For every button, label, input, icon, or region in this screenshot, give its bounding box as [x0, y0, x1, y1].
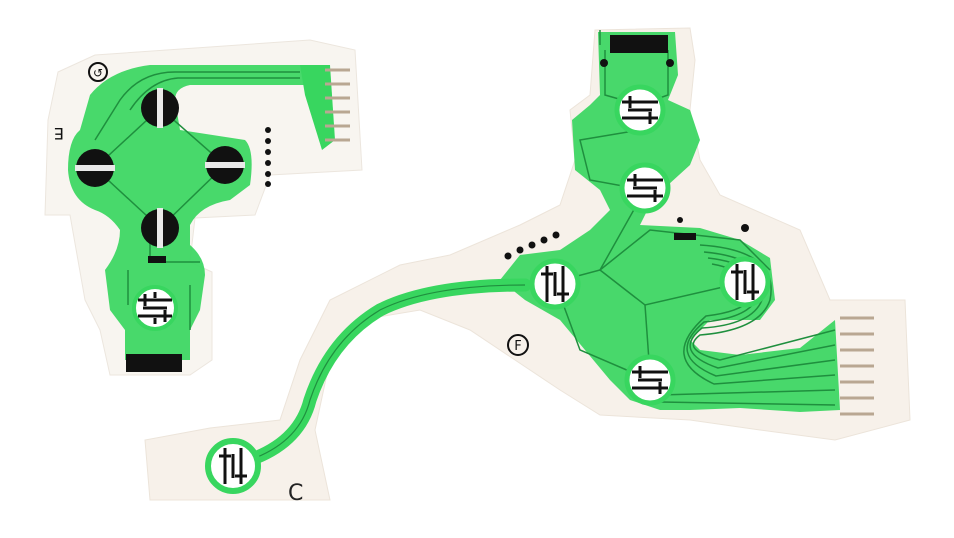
- left-side-letter: E: [54, 124, 64, 143]
- right-top-connector: [610, 35, 668, 53]
- left-green-trace-body: [68, 65, 318, 360]
- left-dot-row: [265, 127, 271, 187]
- left-logo-symbol: ↺: [93, 66, 103, 80]
- right-logo-mark: F: [507, 334, 529, 356]
- left-contact-pad-right: [205, 146, 245, 184]
- right-small-component: [674, 233, 696, 240]
- left-ribbon-cable: ↺ E: [44, 39, 363, 376]
- left-contact-pad-down: [141, 208, 179, 248]
- right-dot-row: [504, 231, 560, 260]
- left-contact-pad-left: [75, 149, 115, 187]
- left-connector-pins: [325, 68, 350, 142]
- right-maze-contact-top: [614, 84, 666, 136]
- right-maze-contact-bottom: [624, 354, 676, 406]
- left-maze-contact: [132, 285, 178, 331]
- right-maze-contact-second: [619, 162, 671, 214]
- right-green-trace-body: [500, 32, 840, 412]
- right-maze-contact-right: [719, 256, 771, 308]
- right-logo-symbol: F: [514, 339, 521, 354]
- right-maze-contact-left: [529, 258, 581, 310]
- right-side-letter: C: [288, 481, 303, 506]
- right-maze-contact-far-left: [205, 438, 261, 494]
- left-connector-tail: [300, 65, 350, 150]
- left-bottom-connector: [126, 354, 182, 372]
- left-logo-mark: ↺: [88, 62, 108, 82]
- right-connector-pins: [840, 316, 874, 416]
- right-ribbon-cable: F C: [144, 27, 911, 506]
- left-contact-pad-up: [141, 88, 179, 128]
- left-small-component: [148, 256, 166, 263]
